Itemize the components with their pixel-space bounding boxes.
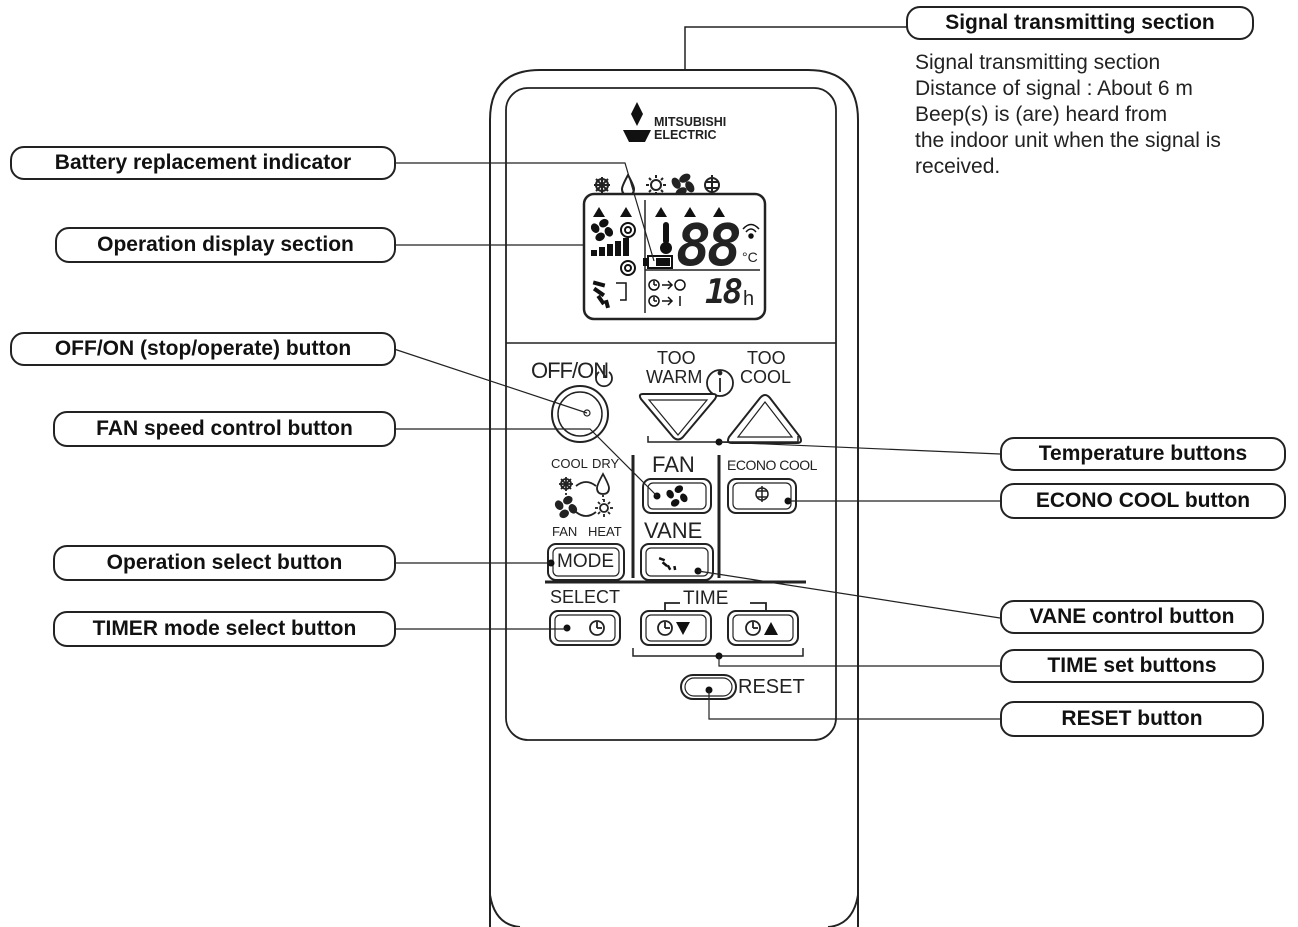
brand-name-line2: ELECTRIC [654, 128, 717, 142]
callout-battery-indicator: Battery replacement indicator [10, 146, 396, 180]
leader-off-on [393, 348, 588, 414]
signal-description-line: Signal transmitting section [915, 51, 1161, 74]
lcd-temperature-digits: 88 [676, 211, 742, 279]
cycle-heat-icon [595, 499, 613, 517]
too-cool-label-line2: COOL [740, 367, 792, 387]
callout-off-on-button: OFF/ON (stop/operate) button [10, 332, 396, 366]
signal-description-line: Beep(s) is (are) heard from [915, 103, 1168, 126]
signal-description-line: received. [915, 155, 1001, 178]
arrow-down-icon [676, 622, 690, 635]
signal-description-line: Distance of signal : About 6 m [915, 77, 1193, 100]
lcd-thermometer-icon [660, 222, 672, 254]
mode-icons-row [594, 172, 720, 197]
timer-select-button[interactable] [549, 610, 621, 646]
select-label: SELECT [550, 587, 621, 607]
time-up-clock-icon [745, 620, 761, 636]
leader-fan [394, 428, 658, 497]
callout-timer-mode-select: TIMER mode select button [53, 611, 396, 647]
cycle-cool-icon [559, 477, 573, 491]
too-warm-label-line2: WARM [646, 367, 703, 387]
time-up-button[interactable] [727, 610, 799, 646]
lcd-timer-unit: h [743, 288, 755, 310]
cycle-dry-icon [596, 472, 610, 495]
vane-icon [658, 557, 677, 571]
mode-button-label[interactable]: MODE [557, 551, 614, 572]
lcd-swing-arrow [616, 282, 627, 301]
fan-label: FAN [652, 452, 695, 477]
leader-time-set [718, 656, 1000, 667]
reset-label: RESET [738, 676, 805, 698]
mode-heat-label: HEAT [588, 524, 622, 539]
lcd-signal-icon [742, 223, 760, 239]
lcd-temperature-unit: °C [742, 249, 758, 265]
too-warm-label-line1: TOO [657, 348, 696, 368]
lcd-indicator-triangles [593, 207, 725, 217]
leader-vane [697, 570, 1001, 619]
signal-description-line: the indoor unit when the signal is [915, 129, 1221, 152]
callout-fan-speed-button: FAN speed control button [53, 411, 396, 447]
i-see-sensor-icon [706, 369, 734, 397]
signal-description: Signal transmitting section Distance of … [915, 50, 1295, 180]
time-down-button[interactable] [640, 610, 712, 646]
fan-button[interactable] [642, 478, 712, 514]
mode-cycle-diagram [554, 472, 613, 519]
remote-bottom-curve [489, 894, 859, 927]
too-cool-label-line1: TOO [747, 348, 786, 368]
leader-battery [394, 162, 655, 262]
mode-cool-label: COOL [551, 456, 588, 471]
off-on-label: OFF/ON [531, 358, 609, 383]
callout-signal-transmitting: Signal transmitting section [906, 6, 1254, 40]
cycle-fan-icon [554, 495, 578, 519]
callout-operation-display: Operation display section [55, 227, 396, 263]
leader-reset [708, 690, 1000, 720]
cool-mode-icon [594, 177, 610, 193]
too-warm-down-button[interactable] [638, 393, 718, 441]
callout-vane-control-button: VANE control button [1000, 600, 1264, 634]
fan-icon [666, 485, 688, 507]
heat-mode-icon [646, 175, 666, 195]
leader-temperature [718, 441, 1001, 455]
mode-fan-label: FAN [552, 524, 578, 539]
mitsubishi-logo-icon [623, 102, 651, 142]
callout-temperature-buttons: Temperature buttons [1000, 437, 1286, 471]
leader-lines [393, 162, 1001, 720]
mode-dry-label: DRY [592, 456, 620, 471]
leader-signal [684, 26, 908, 70]
lcd-timer-on-off-icons [648, 279, 686, 307]
power-icon [595, 365, 613, 388]
arrow-up-icon [764, 622, 778, 635]
lcd-display [582, 192, 767, 321]
time-down-clock-icon [657, 620, 673, 636]
off-on-button[interactable] [557, 391, 603, 437]
econo-cool-icon [755, 486, 769, 502]
vane-label: VANE [644, 518, 703, 543]
lcd-timer-digits: 18 [705, 272, 743, 312]
callout-reset-button: RESET button [1000, 701, 1264, 737]
callout-operation-select: Operation select button [53, 545, 396, 581]
callout-econo-cool-button: ECONO COOL button [1000, 483, 1286, 519]
too-cool-up-button[interactable] [727, 394, 802, 444]
timer-select-clock-icon [589, 620, 605, 636]
lcd-fan-speed-bars [591, 238, 629, 256]
callout-time-set-buttons: TIME set buttons [1000, 649, 1264, 683]
fan-mode-icon [671, 173, 695, 197]
battery-indicator-icon [643, 255, 673, 269]
time-label: TIME [683, 588, 729, 609]
econo-cool-mode-icon [704, 175, 720, 195]
time-label-bracket [664, 602, 680, 612]
econo-cool-label: ECONO COOL [727, 457, 817, 473]
brand-name-line1: MITSUBISHI [654, 115, 727, 129]
vane-button[interactable] [640, 543, 714, 581]
lcd-fan-icon [590, 218, 614, 242]
lcd-auto-icon [620, 222, 636, 276]
